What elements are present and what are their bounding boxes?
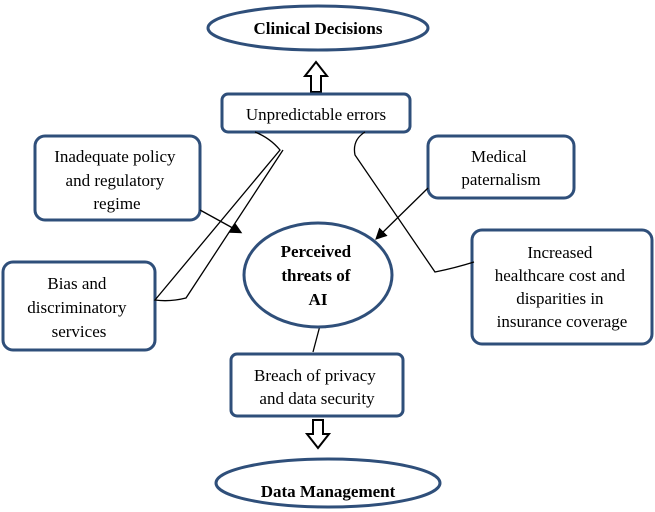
svg-text:Inadequate policy and re: Inadequate policy and regulatory regime [54, 147, 180, 213]
medical-paternalism-box: Medical paternalism [426, 134, 576, 200]
center-line-2: threats of [281, 266, 350, 285]
inadequate-policy-line-1: Inadequate policy [54, 147, 176, 166]
privacy-line-1: Breach of privacy [254, 366, 376, 385]
privacy-box: Breach of privacy and data security [229, 352, 405, 418]
inadequate-policy-line-3: regime [93, 194, 140, 213]
healthcare-cost-line-1: Increased [527, 243, 593, 262]
medical-paternalism-line-1: Medical [471, 147, 527, 166]
arrow-up-icon [302, 60, 330, 93]
bias-line-1: Bias and [47, 274, 107, 293]
svg-text:Increased healthcare cos: Increased healthcare cost and disparitie… [495, 243, 630, 331]
medical-paternalism-line-2: paternalism [461, 170, 540, 189]
unpredictable-errors-box: Unpredictable errors [220, 92, 412, 134]
svg-text:Perceived threats of: Perceived threats of AI [281, 242, 356, 309]
svg-text:Bias and discriminatory: Bias and discriminatory services [27, 274, 130, 341]
center-line-1: Perceived [281, 242, 352, 261]
connector-unpredictable-errors [153, 131, 284, 302]
svg-text:Unpredictable errors: Unpredictable errors [246, 105, 386, 124]
bias-line-3: services [52, 322, 107, 341]
data-management-node: Data Management [214, 457, 442, 509]
unpredictable-errors-label: Unpredictable errors [246, 105, 386, 124]
connector-inadequate-policy [199, 209, 243, 234]
healthcare-cost-line-2: healthcare cost and [495, 266, 626, 285]
healthcare-cost-box: Increased healthcare cost and disparitie… [470, 228, 654, 346]
inadequate-policy-box: Inadequate policy and regulatory regime [33, 134, 202, 222]
perceived-threats-node: Perceived threats of AI [242, 221, 394, 329]
healthcare-cost-line-4: insurance coverage [497, 312, 628, 331]
connector-medical-paternalism [375, 187, 429, 240]
bias-line-2: discriminatory [27, 298, 127, 317]
bias-box: Bias and discriminatory services [1, 260, 157, 352]
healthcare-cost-line-3: disparities in [516, 289, 604, 308]
clinical-decisions-label: Clinical Decisions [254, 19, 383, 38]
svg-text:Breach of privacy and da: Breach of privacy and data security [254, 366, 380, 408]
privacy-line-2: and data security [259, 389, 375, 408]
clinical-decisions-node: Clinical Decisions [206, 4, 430, 52]
data-management-label: Data Management [261, 482, 396, 501]
center-line-3: AI [309, 290, 328, 309]
inadequate-policy-line-2: and regulatory [66, 171, 165, 190]
connector-healthcare-cost [353, 131, 475, 273]
arrow-down-icon [304, 419, 332, 450]
svg-text:Medical paternalism: Medical paternalism [461, 147, 540, 189]
